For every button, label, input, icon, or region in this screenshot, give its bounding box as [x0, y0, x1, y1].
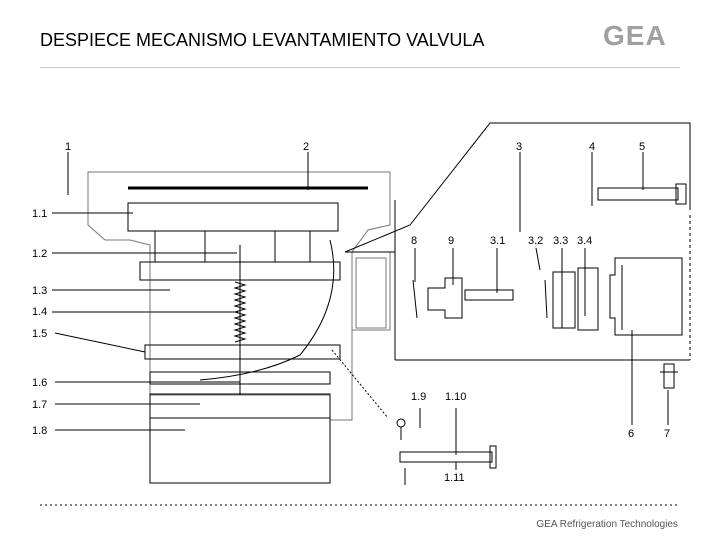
label-7: 7 — [664, 428, 670, 440]
part-3-housing — [609, 257, 683, 336]
part-1-7-body — [149, 393, 331, 419]
part-3-1-pin — [464, 289, 514, 301]
label-3-3: 3.3 — [553, 235, 568, 247]
part-5-bolt — [591, 182, 687, 206]
label-5: 5 — [639, 141, 645, 153]
label-3-2: 3.2 — [528, 235, 543, 247]
leader-lines — [52, 152, 669, 470]
label-1-8: 1.8 — [32, 425, 47, 437]
part-1-9-cotter — [396, 418, 406, 440]
label-9: 9 — [448, 235, 454, 247]
part-7-fitting — [660, 363, 678, 389]
label-1: 1 — [65, 141, 71, 153]
label-1-6: 1.6 — [32, 377, 47, 389]
part-1-11-pin — [399, 445, 497, 485]
label-1-5: 1.5 — [32, 328, 47, 340]
label-3-4: 3.4 — [577, 235, 592, 247]
title-divider — [40, 67, 680, 68]
label-1-4: 1.4 — [32, 306, 47, 318]
label-1-7: 1.7 — [32, 399, 47, 411]
callout-labels: 1 2 3 4 5 1.1 1.2 1.3 1.4 1.5 1.6 1.7 1.… — [32, 141, 670, 484]
label-1-9: 1.9 — [411, 391, 426, 403]
valve-housing — [87, 171, 391, 484]
label-3: 3 — [516, 141, 522, 153]
page-title: DESPIECE MECANISMO LEVANTAMIENTO VALVULA — [40, 30, 485, 50]
part-9-bushing — [427, 277, 463, 319]
part-1-1-flange — [127, 202, 339, 232]
gea-logo: GEA — [603, 20, 667, 51]
part-1-8-base — [149, 417, 331, 484]
label-8: 8 — [411, 235, 417, 247]
part-1-5-disc — [144, 344, 341, 360]
label-1-3: 1.3 — [32, 285, 47, 297]
footer-text: GEA Refrigeration Technologies — [536, 519, 678, 530]
part-8-ring — [412, 279, 418, 319]
part-3-3-nut — [552, 271, 576, 329]
label-3-1: 3.1 — [490, 235, 505, 247]
label-1-1: 1.1 — [32, 208, 47, 220]
label-1-2: 1.2 — [32, 248, 47, 260]
label-6: 6 — [628, 428, 634, 440]
part-3-2-washer — [544, 279, 548, 319]
label-1-11: 1.11 — [444, 472, 465, 484]
label-2: 2 — [303, 141, 309, 153]
part-3-4-sleeve — [577, 267, 599, 331]
label-1-10: 1.10 — [445, 391, 466, 403]
label-4: 4 — [589, 141, 595, 153]
